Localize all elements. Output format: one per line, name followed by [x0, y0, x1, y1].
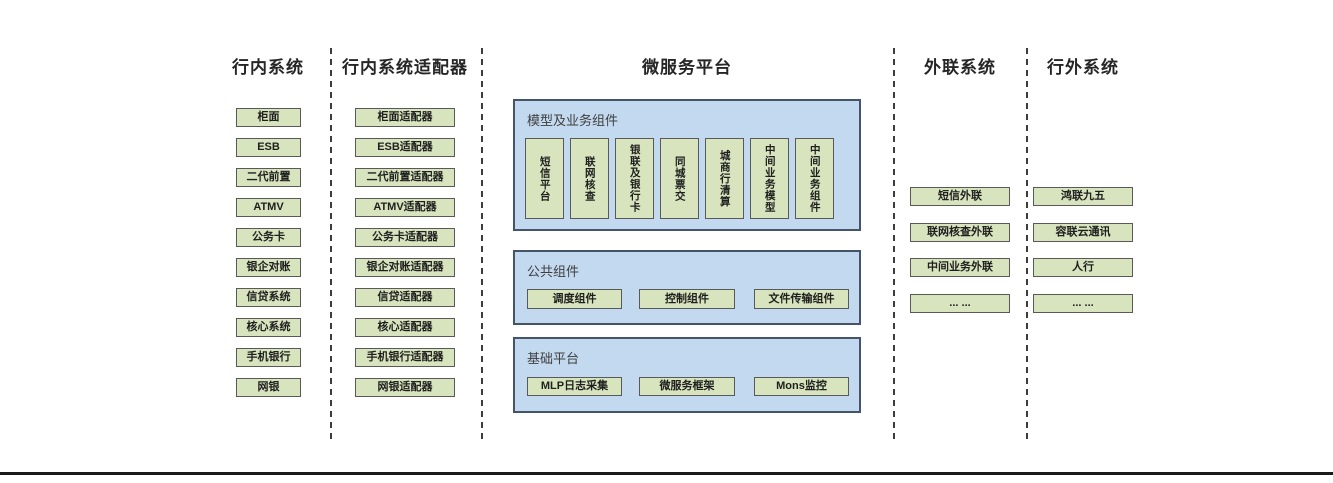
group-title: 模型及业务组件 [527, 113, 619, 128]
outside-box-ellipsis: ... ... [1033, 293, 1133, 313]
component-label: 银联及银行卡 [628, 144, 641, 213]
component-label: 同城票交 [673, 155, 686, 202]
component-box-intermediate-model: 中间业务模型 [750, 138, 789, 219]
system-box-gongwuka: 公务卡 [236, 228, 301, 247]
column-divider-3 [893, 48, 895, 443]
adapter-box-atmv: ATMV适配器 [355, 198, 455, 217]
outside-box-honglian95: 鸿联九五 [1033, 187, 1133, 206]
adapter-box-guimian: 柜面适配器 [355, 108, 455, 127]
system-box-xindai: 信贷系统 [236, 288, 301, 307]
header-external-link-systems: 外联系统 [924, 58, 996, 77]
adapter-box-hexin: 核心适配器 [355, 318, 455, 337]
external-box-sms: 短信外联 [910, 187, 1010, 206]
component-label: 联网核查 [583, 155, 596, 202]
adapter-box-erdaiqianzhi: 二代前置适配器 [355, 168, 455, 187]
outside-box-ronglian: 容联云通讯 [1033, 222, 1133, 242]
system-box-yinqiduizhang: 银企对账 [236, 258, 301, 277]
system-box-shoujiyinhang: 手机银行 [236, 348, 301, 367]
component-box-scheduler: 调度组件 [527, 289, 622, 309]
component-box-city-clearing: 城商行清算 [705, 138, 744, 219]
component-box-city-bill: 同城票交 [660, 138, 699, 219]
component-box-unionpay-card: 银联及银行卡 [615, 138, 654, 219]
adapter-box-xindai: 信贷适配器 [355, 288, 455, 307]
adapter-box-gongwuka: 公务卡适配器 [355, 228, 455, 247]
outside-systems-list: 鸿联九五 容联云通讯 人行 ... ... [1033, 187, 1133, 313]
component-box-network-check: 联网核查 [570, 138, 609, 219]
component-box-sms-platform: 短信平台 [525, 138, 564, 219]
adapter-box-wangyin: 网银适配器 [355, 378, 455, 397]
header-internal-adapters: 行内系统适配器 [342, 58, 468, 77]
column-divider-1 [330, 48, 332, 443]
adapter-list: 柜面适配器 ESB适配器 二代前置适配器 ATMV适配器 公务卡适配器 银企对账… [355, 108, 455, 397]
bottom-border-line [0, 472, 1333, 475]
system-box-atmv: ATMV [236, 198, 301, 217]
component-box-microservice-framework: 微服务框架 [639, 377, 735, 396]
component-box-control: 控制组件 [639, 289, 735, 309]
header-internal-systems: 行内系统 [232, 58, 304, 77]
column-divider-2 [481, 48, 483, 443]
outside-box-renhang: 人行 [1033, 258, 1133, 277]
model-components-row: 短信平台 联网核查 银联及银行卡 同城票交 城商行清算 中间业务模型 中间业务组… [525, 138, 834, 219]
component-box-mlp-log: MLP日志采集 [527, 377, 622, 396]
component-box-file-transfer: 文件传输组件 [754, 289, 849, 309]
component-box-mons-monitor: Mons监控 [754, 377, 849, 396]
system-box-erdaiqianzhi: 二代前置 [236, 168, 301, 187]
component-label: 城商行清算 [718, 149, 731, 208]
system-box-esb: ESB [236, 138, 301, 157]
adapter-box-yinqiduizhang: 银企对账适配器 [355, 258, 455, 277]
adapter-box-esb: ESB适配器 [355, 138, 455, 157]
external-box-network-check: 联网核查外联 [910, 222, 1010, 242]
component-label: 中间业务组件 [808, 144, 821, 213]
header-microservice-platform: 微服务平台 [642, 58, 732, 77]
group-model-business-components: 模型及业务组件 短信平台 联网核查 银联及银行卡 同城票交 城商行清算 中间业务… [513, 99, 861, 231]
system-box-guimian: 柜面 [236, 108, 301, 127]
column-divider-4 [1026, 48, 1028, 443]
external-box-intermediate: 中间业务外联 [910, 258, 1010, 277]
internal-systems-list: 柜面 ESB 二代前置 ATMV 公务卡 银企对账 信贷系统 核心系统 手机银行… [236, 108, 301, 397]
component-label: 短信平台 [538, 155, 551, 202]
component-label: 中间业务模型 [763, 144, 776, 213]
group-title: 公共组件 [527, 264, 580, 279]
header-outside-bank-systems: 行外系统 [1047, 58, 1119, 77]
component-box-intermediate-component: 中间业务组件 [795, 138, 834, 219]
group-base-platform: 基础平台 MLP日志采集 微服务框架 Mons监控 [513, 337, 861, 413]
system-box-hexin: 核心系统 [236, 318, 301, 337]
group-title: 基础平台 [527, 351, 580, 366]
system-box-wangyin: 网银 [236, 378, 301, 397]
group-common-components: 公共组件 调度组件 控制组件 文件传输组件 [513, 250, 861, 325]
external-link-list: 短信外联 联网核查外联 中间业务外联 ... ... [910, 187, 1010, 313]
adapter-box-shoujiyinhang: 手机银行适配器 [355, 348, 455, 367]
external-box-ellipsis: ... ... [910, 293, 1010, 313]
